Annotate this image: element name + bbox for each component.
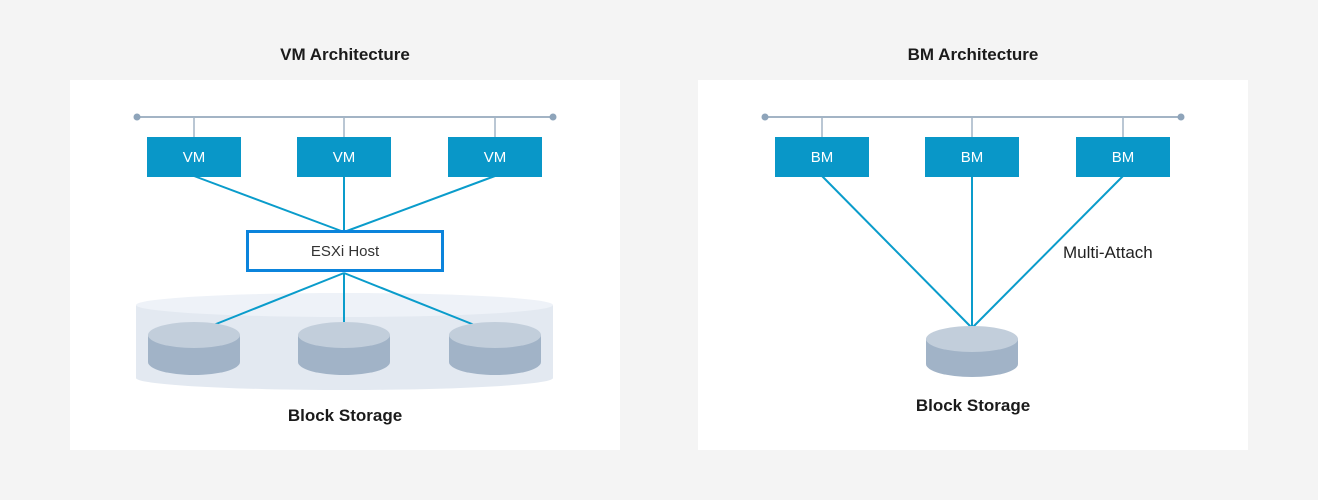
vm-node: VM	[147, 137, 241, 177]
bm-to-disk-line	[971, 175, 1124, 329]
bm-node: BM	[925, 137, 1019, 177]
disk-cylinder-top	[298, 322, 390, 348]
bus-endpoint-dot	[1177, 113, 1185, 121]
bm-node: BM	[775, 137, 869, 177]
disk-cylinder-top	[926, 326, 1018, 352]
vm-architecture-panel: VM VM VM ESXi Host Block Storage	[70, 80, 620, 450]
bm-diagram-canvas	[761, 113, 1185, 377]
bus-endpoint-dot	[133, 113, 141, 121]
disk-cylinder-top	[148, 322, 240, 348]
vm-to-host-line	[343, 175, 496, 233]
vm-diagram-canvas	[133, 113, 557, 390]
vm-architecture-title: VM Architecture	[280, 45, 410, 64]
vm-node: VM	[448, 137, 542, 177]
block-storage-label: Block Storage	[915, 396, 1031, 415]
multi-attach-annotation: Multi-Attach	[1063, 243, 1153, 262]
host-to-disk-line	[343, 272, 483, 329]
bm-to-disk-line	[821, 175, 973, 329]
block-storage-label: Block Storage	[287, 406, 403, 425]
host-to-disk-line	[205, 272, 345, 329]
bm-node: BM	[1076, 137, 1170, 177]
bm-architecture-title: BM Architecture	[907, 45, 1039, 64]
bm-architecture-panel: BM BM BM Multi-Attach Block Storage	[698, 80, 1248, 450]
disk-cylinder-top	[449, 322, 541, 348]
vm-to-host-line	[193, 175, 345, 233]
bus-endpoint-dot	[761, 113, 769, 121]
vm-node: VM	[297, 137, 391, 177]
esxi-host-box: ESXi Host	[246, 230, 444, 272]
bus-endpoint-dot	[549, 113, 557, 121]
